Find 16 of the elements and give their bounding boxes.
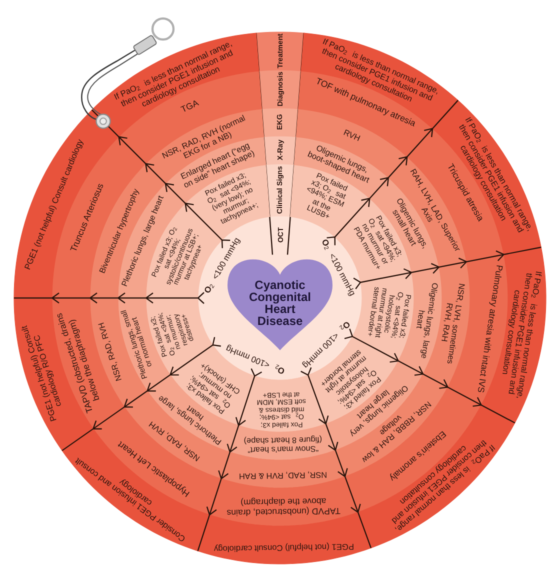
wheel-segment bbox=[301, 33, 458, 129]
diagnosis-text: TGA bbox=[179, 98, 202, 116]
diagnosis-text: TAPVD (unobstructed, drains above the diaphragm) bbox=[226, 496, 342, 517]
wheel-segment bbox=[90, 298, 148, 407]
ekg-text: NSR, RAD, RVH bbox=[97, 321, 124, 382]
diagnosis-text: Pulmonary atresia with intact IVS bbox=[474, 264, 504, 394]
ekg-text: NSR, RAD, RVH & RAH bbox=[238, 469, 328, 480]
wheel-segment bbox=[432, 100, 542, 255]
wheel-segment bbox=[14, 109, 119, 299]
x-ray-text: Oligemic lungs, large heart bbox=[414, 280, 439, 360]
center-title: Cyanotic Congenital Heart Disease bbox=[248, 278, 312, 328]
header-strip-segment bbox=[256, 32, 304, 71]
x-ray-text: “Snow man’s heart” (figure 8 heart shape) bbox=[242, 434, 323, 454]
ekg-text: NSR, LVH, sometimes RVH, RAH bbox=[438, 282, 466, 366]
treatment-text: PGE1 (not helpful) Consult cardiology bbox=[213, 542, 356, 554]
ekg-text: RVH bbox=[341, 128, 362, 144]
